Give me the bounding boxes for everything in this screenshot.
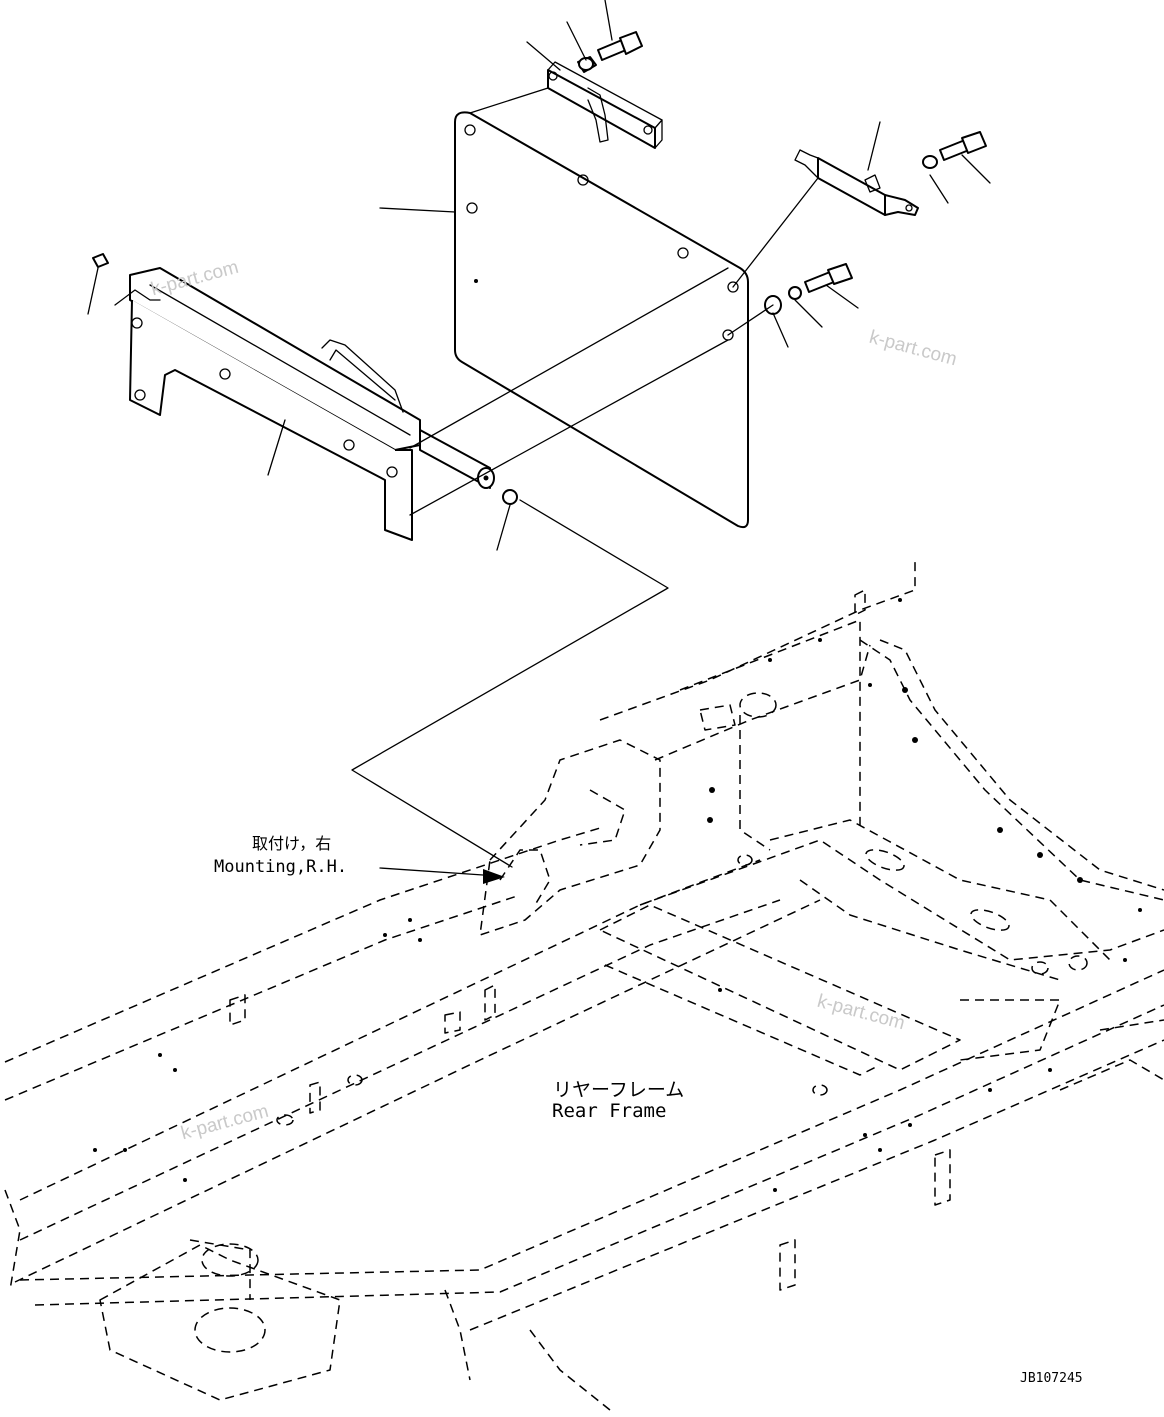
mounting-label-en: Mounting,R.H. xyxy=(214,857,348,877)
mounting-label-jp: 取付け，右 xyxy=(252,834,332,853)
drawing-code: JB107245 xyxy=(1020,1371,1083,1386)
rear-frame-label-en: Rear Frame xyxy=(552,1100,667,1122)
frame-rivets xyxy=(93,598,1142,1192)
right-bracket xyxy=(764,131,987,315)
top-bracket xyxy=(547,31,663,149)
rear-frame xyxy=(4,560,1164,1411)
leader-lines xyxy=(87,0,991,884)
license-plate xyxy=(454,111,749,529)
rear-frame-label-jp: リヤーフレーム xyxy=(553,1079,685,1101)
plate-holder-arm xyxy=(92,253,518,541)
